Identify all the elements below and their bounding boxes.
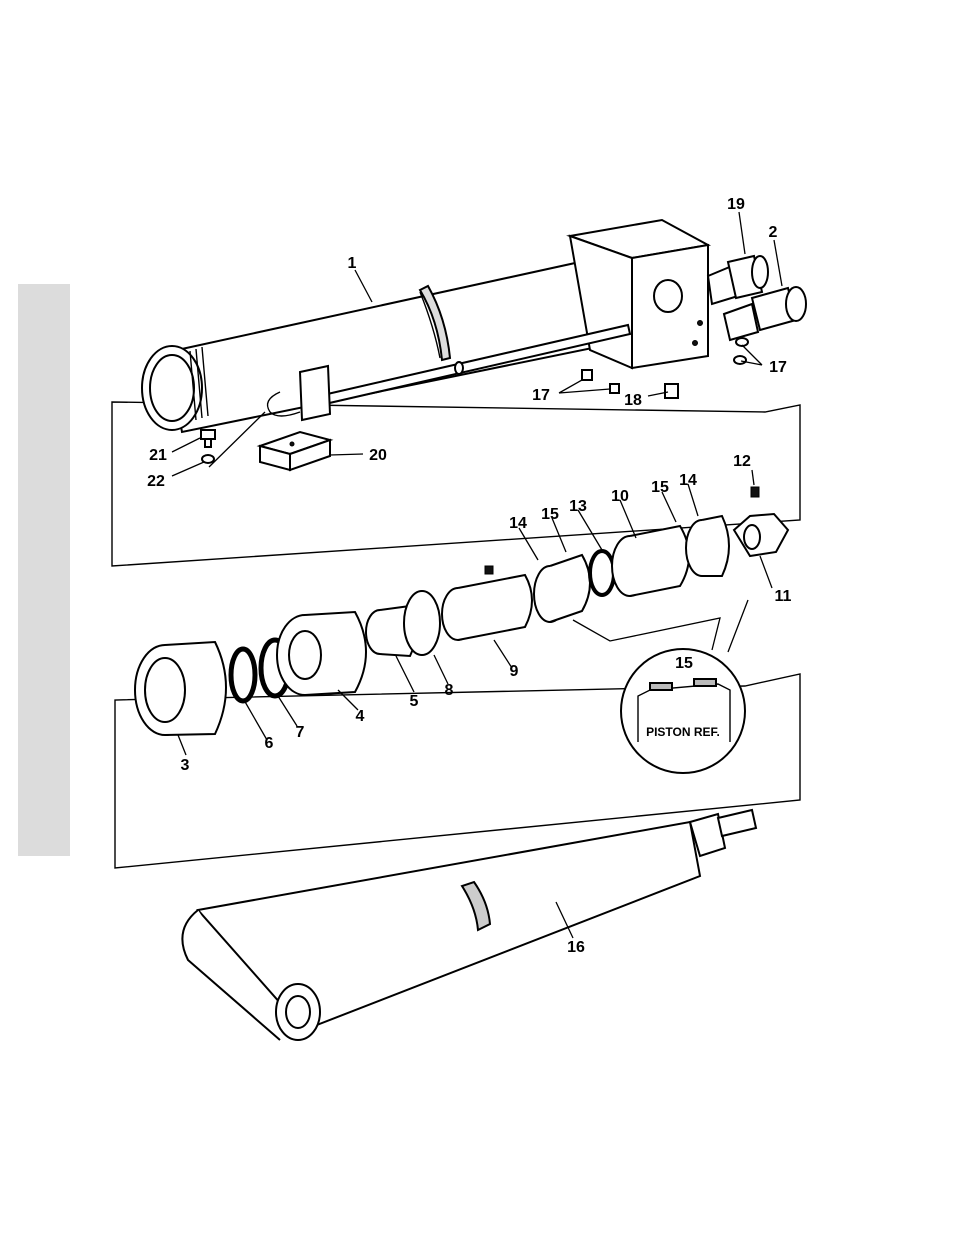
callout-22: 22 <box>147 473 165 490</box>
callout-2: 2 <box>769 224 778 241</box>
callout-21: 21 <box>149 447 167 464</box>
port-block <box>570 220 708 368</box>
o-ring-8 <box>404 591 440 655</box>
callout-14-right: 14 <box>679 472 697 489</box>
plug-17-a <box>582 370 592 380</box>
callout-15-right: 15 <box>651 479 669 496</box>
callout-15-detail: 15 <box>675 655 693 672</box>
callout-7: 7 <box>296 724 305 741</box>
callout-4: 4 <box>356 708 365 725</box>
head-nut-3 <box>135 642 226 735</box>
callout-5: 5 <box>410 693 419 710</box>
rod-16 <box>182 810 756 1040</box>
head-4 <box>277 612 366 695</box>
clamp-block-20 <box>260 432 330 470</box>
bolt-21 <box>201 430 215 447</box>
callout-13: 13 <box>569 498 587 515</box>
callout-14-left: 14 <box>509 515 527 532</box>
piston-ref-caption: PISTON REF. <box>646 725 720 739</box>
callout-20: 20 <box>369 447 387 464</box>
callout-17-right: 17 <box>769 359 787 376</box>
callout-19: 19 <box>727 196 745 213</box>
callout-12: 12 <box>733 453 751 470</box>
callout-9: 9 <box>510 663 519 680</box>
plug-17-b <box>610 384 619 393</box>
callout-15-left: 15 <box>541 506 559 523</box>
callout-1: 1 <box>348 255 357 272</box>
callout-18: 18 <box>624 392 642 409</box>
callout-17-left: 17 <box>532 387 550 404</box>
piston-9 <box>442 566 532 640</box>
callout-6: 6 <box>265 735 274 752</box>
callout-10: 10 <box>611 488 629 505</box>
plug-18 <box>665 384 678 398</box>
callout-11: 11 <box>775 588 792 605</box>
plug-17-d <box>734 356 746 364</box>
plug-17-c <box>736 338 748 346</box>
rod-nut-11 <box>734 514 788 556</box>
callout-8: 8 <box>445 682 454 699</box>
callout-3: 3 <box>181 757 190 774</box>
callout-16: 16 <box>567 939 585 956</box>
detail-pointer <box>573 600 748 652</box>
set-screw-12 <box>751 487 759 497</box>
seal-6 <box>231 649 255 701</box>
